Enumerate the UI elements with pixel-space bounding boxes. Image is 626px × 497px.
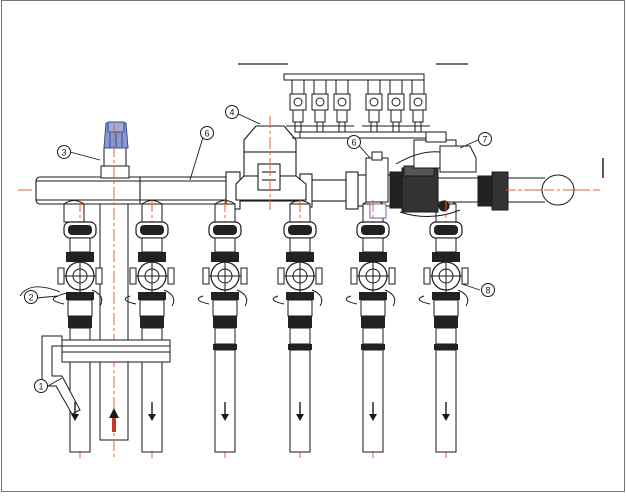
control-valve: [365, 131, 590, 219]
flow-arrow-down-1: [71, 402, 79, 421]
flow-arrow-down-4: [221, 402, 229, 421]
callout-6-5: 6: [200, 126, 214, 140]
flow-arrow-down-6: [369, 402, 377, 421]
outlet-valve-6: [418, 200, 469, 458]
callout-label: 6: [204, 129, 209, 139]
callout-label: 4: [229, 108, 234, 118]
flow-arrow-group: [71, 402, 450, 432]
solenoid-valve-3: [330, 79, 354, 133]
flow-arrow-down-5: [296, 402, 304, 421]
outlet-stations: [52, 200, 469, 458]
callout-2-2: 2: [24, 290, 38, 304]
callout-label: 6: [351, 138, 356, 148]
filter-assembly: [99, 121, 130, 460]
callout-label: 7: [482, 135, 487, 145]
outlet-valve-3: [197, 200, 248, 458]
flow-arrow-up-2: [109, 408, 119, 432]
callout-7-7: 7: [478, 132, 492, 146]
callout-label: 3: [61, 148, 66, 158]
outlet-valve-1: [52, 200, 103, 458]
solenoid-valve-5: [384, 79, 408, 133]
solenoid-valve-6: [406, 79, 430, 133]
solenoid-valve-1: [286, 79, 310, 133]
callout-6-6: 6: [347, 135, 361, 149]
callout-3-3: 3: [57, 145, 71, 159]
outlet-valve-2: [124, 200, 175, 458]
callout-4-4: 4: [225, 105, 239, 119]
callout-8-8: 8: [481, 283, 495, 297]
callout-group: 1 2 3 4 6 6 7 8: [24, 105, 495, 393]
solenoid-valve-4: [362, 79, 386, 133]
flow-arrow-down-3: [148, 402, 156, 421]
water-meter: [235, 116, 307, 210]
bypass-bracket: [41, 335, 171, 415]
callout-1-1: 1: [34, 379, 48, 393]
solenoid-bank: [238, 63, 468, 139]
callout-label: 2: [28, 293, 33, 303]
solenoid-valve-2: [308, 79, 332, 133]
callout-label: 8: [485, 286, 490, 296]
callout-label: 1: [38, 382, 43, 392]
outlet-valve-5: [345, 200, 396, 458]
flow-arrow-down-7: [442, 402, 450, 421]
outlet-valve-4: [272, 200, 323, 458]
